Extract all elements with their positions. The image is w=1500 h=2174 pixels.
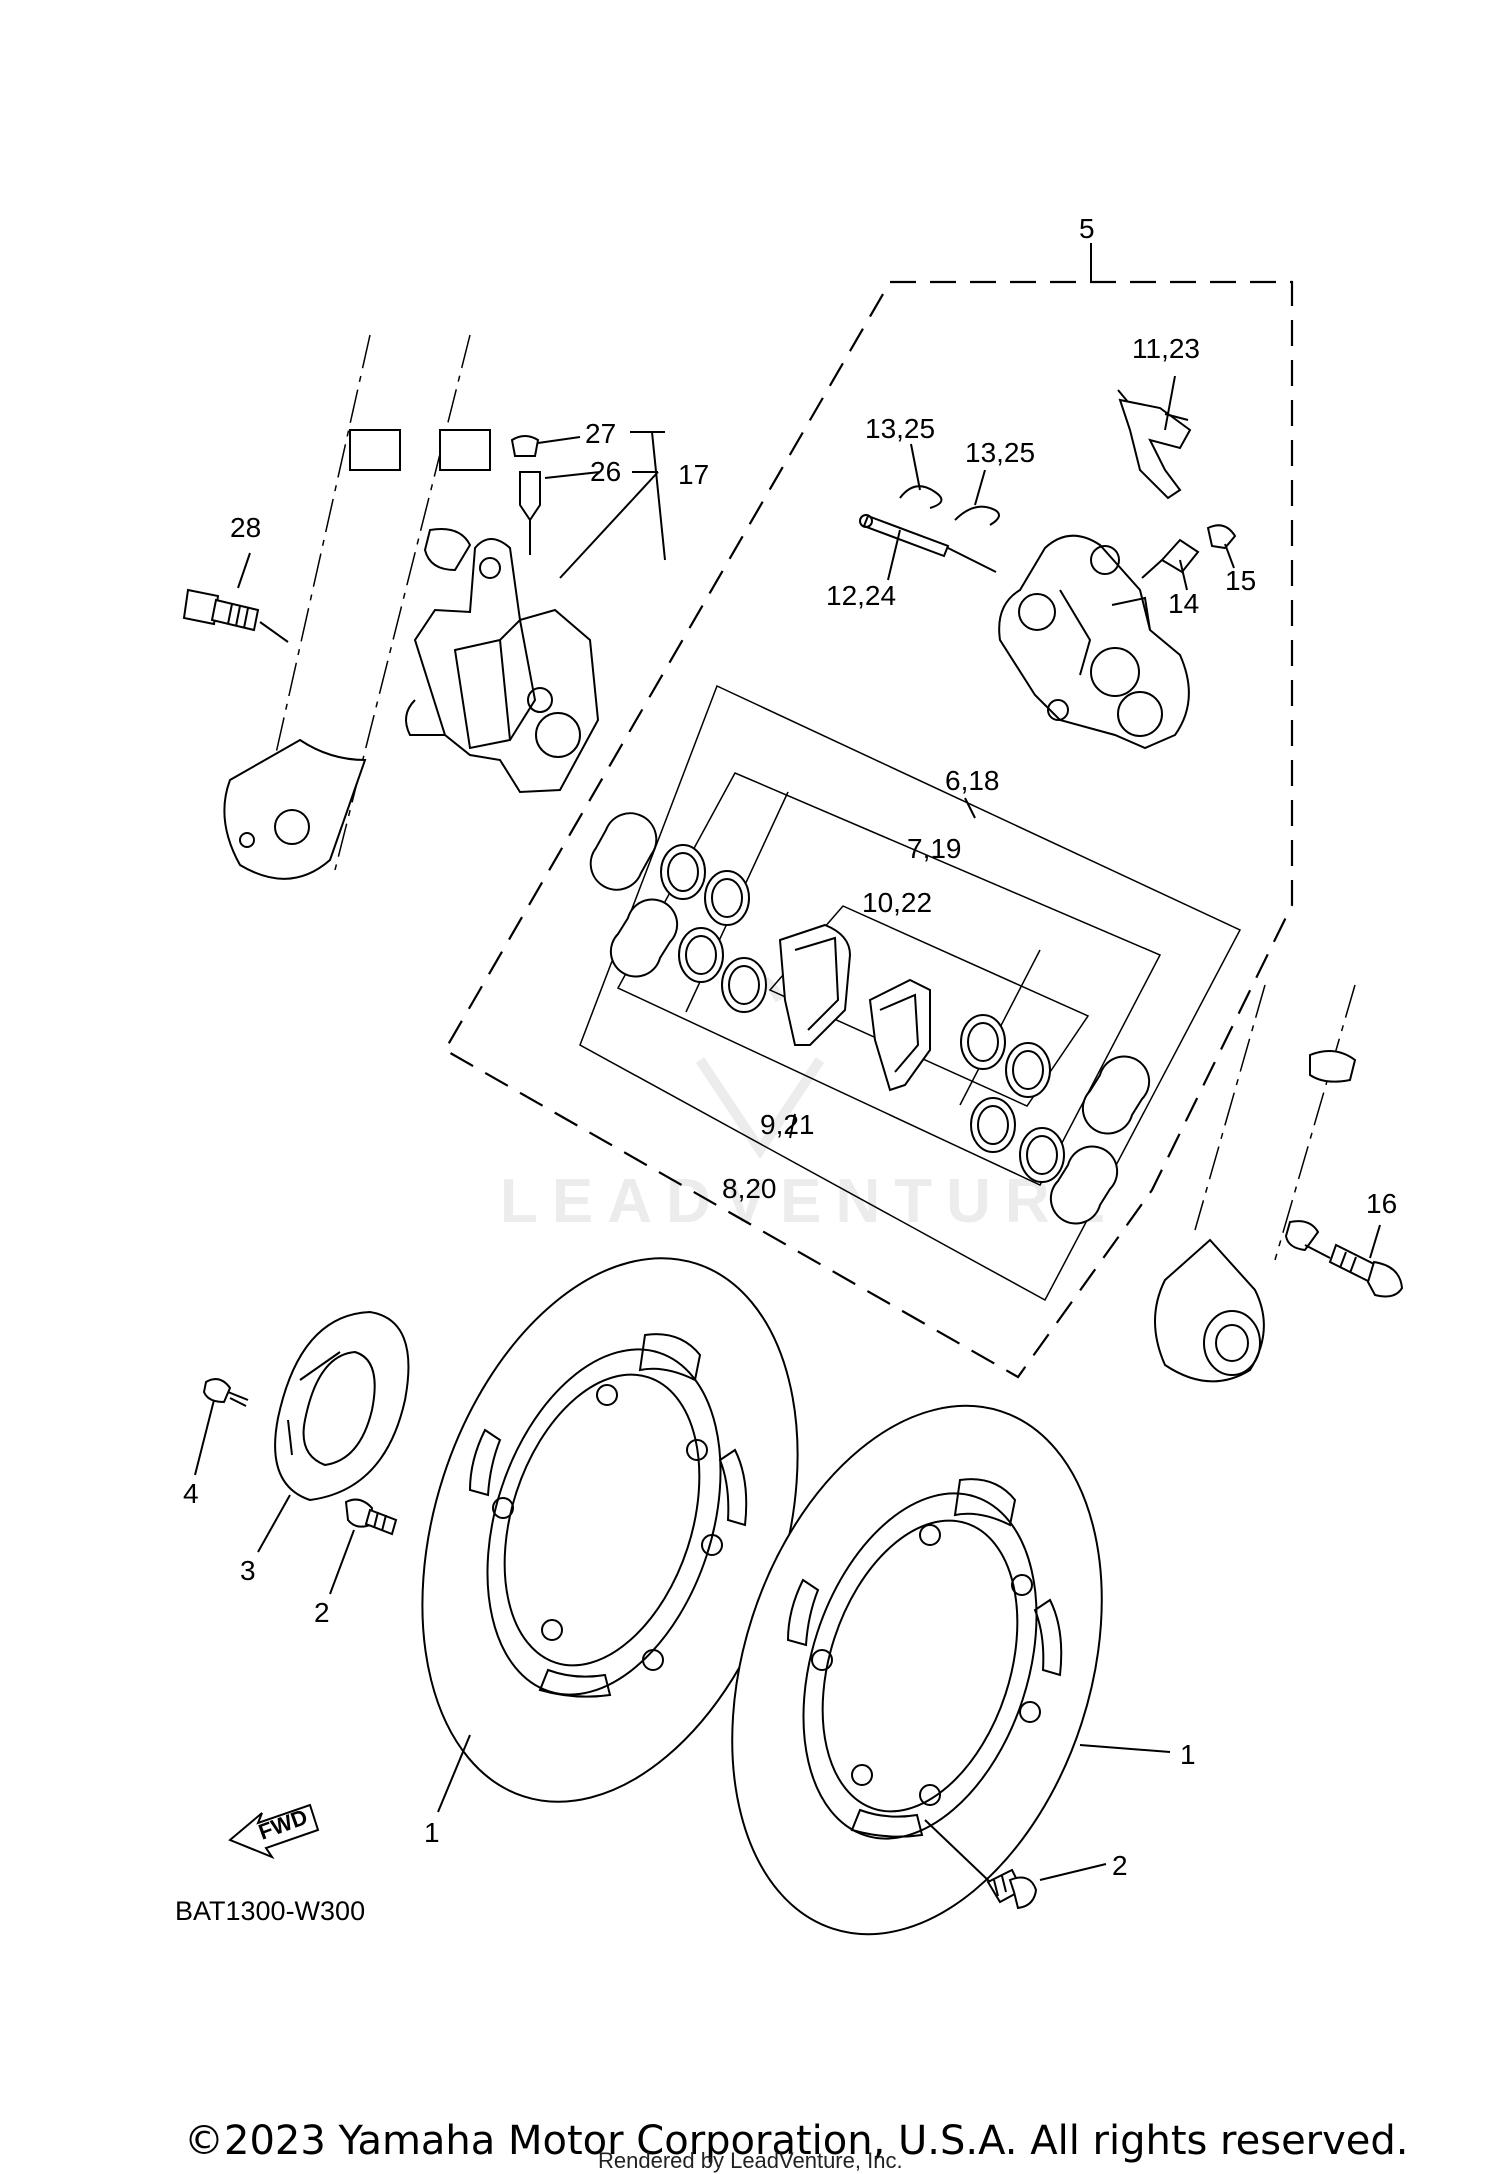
callout-15: 15 [1225, 565, 1256, 596]
callout-27: 27 [585, 418, 616, 449]
callout-16: 16 [1366, 1188, 1397, 1219]
callout-5: 5 [1079, 213, 1095, 244]
callout-14: 14 [1168, 588, 1199, 619]
brake-pads [778, 923, 931, 1092]
disc-bolt-lower [924, 1819, 1038, 1910]
right-fork-leg [1154, 984, 1357, 1383]
sensor-rotor-screw [202, 1378, 249, 1407]
callout-11-23: 11,23 [1132, 333, 1200, 364]
brake-disc-right [731, 1404, 1103, 1936]
forward-direction-arrow: FWD [228, 1803, 320, 1860]
callout-4: 4 [183, 1478, 199, 1509]
callout-leader-lines [194, 243, 1381, 1881]
callout-1-left: 1 [424, 1817, 440, 1848]
brake-disc-left [421, 1257, 799, 1803]
piston-seals [660, 844, 1065, 1183]
callout-28: 28 [230, 512, 261, 543]
callout-labels: 5 11,23 13,25 13,25 12,24 14 15 27 26 17… [183, 213, 1397, 1881]
caliper-pistons [589, 812, 1151, 1225]
callout-26: 26 [590, 456, 621, 487]
right-bleeder-screw [1141, 524, 1237, 579]
disc-bolt-upper [344, 1498, 398, 1536]
right-caliper-assembly [998, 534, 1190, 750]
callout-7-19: 7,19 [907, 833, 962, 864]
left-caliper-assembly [405, 538, 600, 794]
watermark-text: LEADVENTURE [500, 1167, 1119, 1236]
callout-6-18: 6,18 [945, 765, 1000, 796]
callout-2-lower: 2 [1112, 1850, 1128, 1881]
callout-13-25-b: 13,25 [965, 437, 1035, 468]
callout-9-21: 9,21 [760, 1109, 815, 1140]
left-bleeder-screw [510, 435, 541, 555]
rendered-by-credit: Rendered by LeadVenture, Inc. [598, 2148, 903, 2173]
sensor-rotor [274, 1310, 410, 1502]
pad-spring [1117, 389, 1192, 500]
copyright-notice: ©2023 Yamaha Motor Corporation, U.S.A. A… [184, 2118, 1409, 2164]
kit-boundary-outline [443, 280, 1294, 1379]
callout-10-22: 10,22 [862, 887, 932, 918]
caliper-mount-bolt-left [182, 588, 289, 643]
drawing-code: BAT1300-W300 [175, 1896, 365, 1926]
callout-12-24: 12,24 [826, 580, 896, 611]
caliper-mount-bolt-right [1304, 1243, 1404, 1298]
callout-1-right: 1 [1180, 1739, 1196, 1770]
callout-3: 3 [240, 1555, 256, 1586]
callout-13-25-a: 13,25 [865, 413, 935, 444]
callout-17: 17 [678, 459, 709, 490]
pad-pin-and-clips [859, 485, 1000, 573]
callout-2-upper: 2 [314, 1597, 330, 1628]
callout-8-20: 8,20 [722, 1173, 777, 1204]
left-fork-leg [223, 334, 491, 880]
